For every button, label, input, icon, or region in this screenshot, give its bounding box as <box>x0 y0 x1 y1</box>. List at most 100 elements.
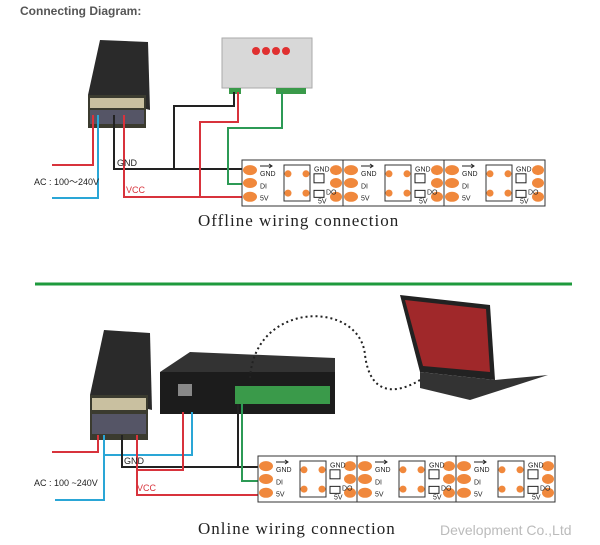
pad-label-5v: 5V <box>276 491 285 498</box>
led-pad <box>385 189 393 197</box>
pad-label-do: DO <box>441 486 452 493</box>
capacitor <box>428 469 440 480</box>
led-pad <box>300 485 308 493</box>
solder-pad <box>445 191 459 202</box>
led-pad <box>284 189 292 197</box>
led-pad <box>318 485 326 493</box>
led-pad <box>300 466 308 474</box>
solder-pad <box>344 487 356 498</box>
capacitor <box>515 173 527 184</box>
diagram-title: Connecting Diagram: <box>20 4 142 18</box>
led-pad <box>399 466 407 474</box>
controller-offline <box>221 37 313 94</box>
solder-pad <box>445 165 459 176</box>
direction-arrow-icon <box>375 459 388 465</box>
capacitor <box>313 173 325 184</box>
led-pad <box>516 466 524 474</box>
resistor <box>428 485 440 494</box>
pad-label-do: DO <box>540 486 551 493</box>
pad-label-di: DI <box>260 184 267 191</box>
led-pad <box>498 466 506 474</box>
led-pad <box>486 189 494 197</box>
pad-label-5v: 5V <box>532 495 541 502</box>
solder-pad <box>344 474 356 484</box>
pad-label-di: DI <box>375 480 382 487</box>
led-pad <box>302 170 310 178</box>
pad-label-gnd: GND <box>314 167 330 174</box>
vcc-label-online: VCC <box>137 483 157 493</box>
solder-pad <box>431 191 443 202</box>
solder-pad <box>243 178 257 188</box>
pad-label-do: DO <box>326 190 337 197</box>
pad-label-gnd: GND <box>462 171 478 178</box>
led-pad <box>403 170 411 178</box>
pad-label-5v: 5V <box>375 491 384 498</box>
resistor <box>515 189 527 198</box>
solder-pad <box>344 165 358 176</box>
pad-label-di: DI <box>276 480 283 487</box>
led-pad <box>399 485 407 493</box>
pad-label-di: DI <box>474 480 481 487</box>
led-pad <box>498 485 506 493</box>
solder-pad <box>443 474 455 484</box>
solder-pad <box>542 461 554 472</box>
pad-label-gnd: GND <box>330 463 346 470</box>
pad-label-gnd: GND <box>361 171 377 178</box>
direction-arrow-icon <box>260 163 273 169</box>
vcc-label-offline: VCC <box>126 185 146 195</box>
solder-pad <box>532 178 544 188</box>
led-pad <box>403 189 411 197</box>
pad-label-gnd: GND <box>415 167 431 174</box>
pad-label-gnd: GND <box>474 467 490 474</box>
controller-online <box>160 352 335 414</box>
led-pad <box>284 170 292 178</box>
solder-pad <box>443 461 455 472</box>
pad-label-5v: 5V <box>318 199 327 206</box>
solder-pad <box>358 487 372 498</box>
laptop <box>400 295 548 400</box>
capacitor <box>414 173 426 184</box>
solder-pad <box>330 178 342 188</box>
resistor <box>527 485 539 494</box>
solder-pad <box>445 178 459 188</box>
pad-label-5v: 5V <box>474 491 483 498</box>
led-pad <box>417 466 425 474</box>
capacitor <box>329 469 341 480</box>
pad-label-5v: 5V <box>361 195 370 202</box>
power-supply-online <box>90 330 152 440</box>
led-pad <box>516 485 524 493</box>
pad-label-5v: 5V <box>419 199 428 206</box>
pad-label-do: DO <box>528 190 539 197</box>
solder-pad <box>259 487 273 498</box>
pad-label-do: DO <box>342 486 353 493</box>
solder-pad <box>243 191 257 202</box>
watermark: Development Co.,Ltd <box>440 522 572 538</box>
capacitor <box>527 469 539 480</box>
pad-label-di: DI <box>361 184 368 191</box>
solder-pad <box>457 487 471 498</box>
direction-arrow-icon <box>462 163 475 169</box>
led-pad <box>302 189 310 197</box>
gnd-label-online: GND <box>124 456 145 466</box>
solder-pad <box>542 474 554 484</box>
led-pad <box>318 466 326 474</box>
pad-label-5v: 5V <box>462 195 471 202</box>
pad-label-gnd: GND <box>375 467 391 474</box>
pad-label-gnd: GND <box>260 171 276 178</box>
solder-pad <box>344 461 356 472</box>
solder-pad <box>532 191 544 202</box>
led-strip-offline: GNDDI5VGNDDO5VGNDDI5VGNDDO5VGNDDI5VGNDDO… <box>241 159 546 207</box>
solder-pad <box>532 165 544 176</box>
solder-pad <box>431 178 443 188</box>
pad-label-di: DI <box>462 184 469 191</box>
led-strip-online: GNDDI5VGNDDO5VGNDDI5VGNDDO5VGNDDI5VGNDDO… <box>257 455 556 503</box>
pad-label-5v: 5V <box>433 495 442 502</box>
solder-pad <box>259 474 273 484</box>
led-pad <box>504 189 512 197</box>
direction-arrow-icon <box>361 163 374 169</box>
direction-arrow-icon <box>276 459 289 465</box>
solder-pad <box>243 165 257 176</box>
pad-label-gnd: GND <box>276 467 292 474</box>
